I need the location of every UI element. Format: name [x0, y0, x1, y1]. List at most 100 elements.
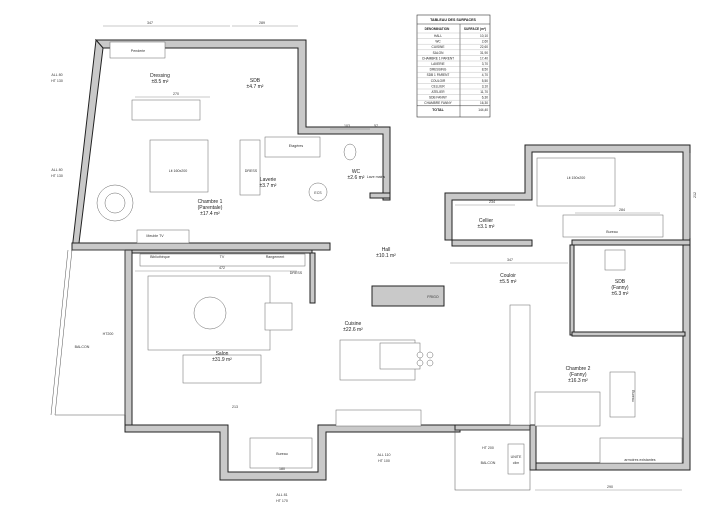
- room-dressing-area: ±8.5 m²: [152, 79, 169, 85]
- ecs-label: ECS: [314, 191, 322, 195]
- window-annotation: HT 130: [51, 174, 63, 178]
- dim-label: 284: [619, 208, 625, 212]
- balcony-label: BALCON: [481, 461, 496, 465]
- window-annotation: HT 130: [51, 79, 63, 83]
- table-row-value: 3,10: [482, 84, 488, 88]
- table-row-value: 31,90: [480, 51, 488, 55]
- room-dressing-name: Dressing: [150, 73, 170, 79]
- table-row-value: 11,70: [480, 90, 488, 94]
- lave-mains-label: Lave mains: [367, 175, 386, 179]
- room-chambre1-name: Chambre 1: [198, 199, 223, 205]
- dress-label: DRESS: [245, 169, 258, 173]
- room-chambre2-area: ±16.3 m²: [568, 378, 588, 384]
- annotations: ALL 80 HT 130 ALL 80 HT 130 HT200 BALCON…: [51, 73, 522, 503]
- table-title: TABLEAU DES SURFACES: [430, 18, 476, 22]
- room-cellier-name: Cellier: [479, 218, 494, 224]
- penderie-label: Penderie: [131, 49, 145, 53]
- dim-label: 180: [279, 467, 285, 471]
- table-row-name: COULOIR: [431, 79, 446, 83]
- dim-label: 290: [607, 485, 613, 489]
- room-hall-name: Hall: [382, 247, 391, 253]
- table-row-value: 6,30: [482, 96, 488, 100]
- table-row-name: LAVERIE: [431, 62, 444, 66]
- table-row-name: CHAMBRE 1 PARENT: [422, 56, 454, 60]
- dimension-lines: [103, 25, 691, 491]
- room-cuisine-area: ±22.6 m²: [343, 327, 363, 333]
- furniture-labels: Lit 160x200 Lit 150x200 Penderie Meuble …: [131, 49, 656, 462]
- table-row-value: 5,50: [482, 79, 488, 83]
- room-cellier-area: ±3.1 m²: [478, 224, 495, 230]
- furniture: [96, 41, 683, 469]
- dim-label: 212: [693, 192, 697, 198]
- table-row-value: 16,30: [480, 101, 488, 105]
- table-row-value: 10,10: [480, 34, 488, 38]
- room-hall-area: ±10.1 m²: [376, 253, 396, 259]
- clim-label: clim: [513, 461, 519, 465]
- table-total-label: TOTAL: [432, 108, 444, 112]
- window-annotation: ALL 110: [378, 453, 391, 457]
- dim-label: 270: [173, 92, 179, 96]
- table-row-value: 8,50: [482, 68, 488, 72]
- balcony-annotation: HT200: [103, 332, 114, 336]
- room-laverie-name: Laverie: [260, 177, 277, 183]
- bureau-label: Bureau: [631, 390, 635, 402]
- room-chambre2-name: Chambre 2: [566, 366, 591, 372]
- room-wc-name: WC: [352, 169, 361, 175]
- table-row-name: CHAMBRE FANNY: [424, 101, 452, 105]
- room-chambre1-sub: (Parentale): [198, 205, 223, 211]
- room-salon-name: Salon: [216, 351, 229, 357]
- window-annotation: ALL 80: [51, 168, 62, 172]
- dim-label: 472: [219, 266, 225, 270]
- dim-label: 289: [259, 21, 265, 25]
- dimension-labels: 347 289 270 472 234 284 347 290 213 180 …: [147, 21, 697, 489]
- table-row-name: CUISINE: [432, 45, 445, 49]
- frigo-label: FRIGO: [427, 295, 439, 299]
- room-sdb2-area: ±6.3 m²: [612, 291, 629, 297]
- room-salon-area: ±31.9 m²: [212, 357, 232, 363]
- table-row-name: ATELIER: [431, 90, 445, 94]
- table-row-name: WC: [435, 40, 441, 44]
- etageres-label: Etagères: [289, 144, 304, 148]
- room-chambre1-area: ±17.4 m²: [200, 211, 220, 217]
- dim-label: 347: [147, 21, 153, 25]
- bibliotheque-label: Bibliothèque: [150, 255, 170, 259]
- table-row-value: 22,60: [480, 45, 488, 49]
- window-annotation: HT 100: [378, 459, 390, 463]
- table-row-value: 4,70: [482, 73, 488, 77]
- table-row-name: SDB FANNY: [429, 96, 448, 100]
- window-annotation: HT 170: [276, 499, 288, 503]
- room-labels: Dressing ±8.5 m² SDB ±4.7 m² Chambre 1 (…: [150, 73, 629, 384]
- room-sdb2-sub: (Fanny): [611, 285, 629, 291]
- bureau-label: Bureau: [276, 452, 288, 456]
- table-col-value: SURFACE (m²): [464, 27, 486, 31]
- bed-label: Lit 160x200: [169, 169, 188, 173]
- window-annotation: ALL 80: [51, 73, 62, 77]
- room-cuisine-name: Cuisine: [345, 321, 362, 327]
- balcony-label: BALCON: [75, 345, 90, 349]
- window-annotation: ALL 81: [276, 493, 287, 497]
- bureau-label: Bureau: [606, 230, 618, 234]
- table-row-value: 17,40: [480, 56, 488, 60]
- room-sdb1-area: ±4.7 m²: [247, 84, 264, 90]
- dress-label: DRESS: [290, 271, 303, 275]
- dim-label: 57: [374, 124, 378, 128]
- room-sdb2-name: SDB: [615, 279, 626, 285]
- table-row-name: HALL: [434, 34, 442, 38]
- table-row-name: DRESSING: [430, 68, 447, 72]
- dim-label: 234: [489, 200, 495, 204]
- room-chambre2-sub: (Fanny): [569, 372, 587, 378]
- balcony-annotation: HT 200: [482, 446, 494, 450]
- room-laverie-area: ±3.7 m²: [260, 183, 277, 189]
- clim-label: UNITE: [511, 455, 522, 459]
- room-wc-area: ±2.6 m²: [348, 175, 365, 181]
- table-total-value: 144,40: [478, 108, 488, 112]
- table-row-value: 2,60: [482, 40, 488, 44]
- bed-label: Lit 150x200: [567, 176, 586, 180]
- room-couloir-name: Couloir: [500, 273, 516, 279]
- dim-label: 103: [344, 124, 350, 128]
- table-row-name: SALON: [433, 51, 445, 55]
- table-row-name: SDB 1 PARENT: [427, 73, 450, 77]
- room-couloir-area: ±5.5 m²: [500, 279, 517, 285]
- surface-table: TABLEAU DES SURFACES DENOMINATION SURFAC…: [416, 14, 491, 118]
